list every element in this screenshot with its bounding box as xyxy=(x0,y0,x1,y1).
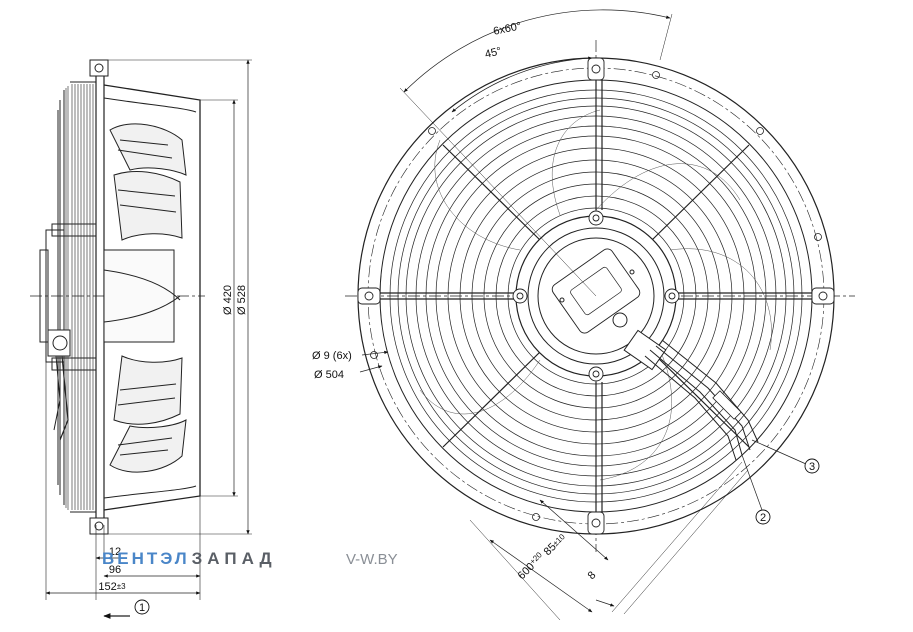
callout-3-circle xyxy=(804,458,820,474)
dim-cable-85: 85±10 xyxy=(542,531,569,558)
dim-12: 12 xyxy=(109,546,121,558)
callout-1: 1 xyxy=(139,602,145,614)
side-view-labels: Ø 420 Ø 528 12 96 152±3 1 xyxy=(98,285,248,615)
dim-cable-8: 8 xyxy=(586,569,599,582)
side-view xyxy=(30,59,252,619)
dim-angle-45: 45° xyxy=(484,45,503,61)
dim-holes: Ø 9 (6x) xyxy=(312,350,352,362)
callout-1-circle xyxy=(134,599,150,615)
callout-2-circle xyxy=(755,509,771,525)
dim-angle-6x60: 6x60° xyxy=(492,20,522,38)
callout-3: 3 xyxy=(809,461,815,473)
callout-2: 2 xyxy=(760,512,766,524)
dim-inner-diameter: Ø 420 xyxy=(222,285,234,315)
dim-outer-diameter: Ø 528 xyxy=(236,285,248,315)
dim-96: 96 xyxy=(109,564,121,576)
front-view xyxy=(345,9,855,621)
watermark-url: V-W.BY xyxy=(346,551,398,568)
dim-hole-circle: Ø 504 xyxy=(314,369,344,381)
dim-152: 152±3 xyxy=(98,581,126,593)
